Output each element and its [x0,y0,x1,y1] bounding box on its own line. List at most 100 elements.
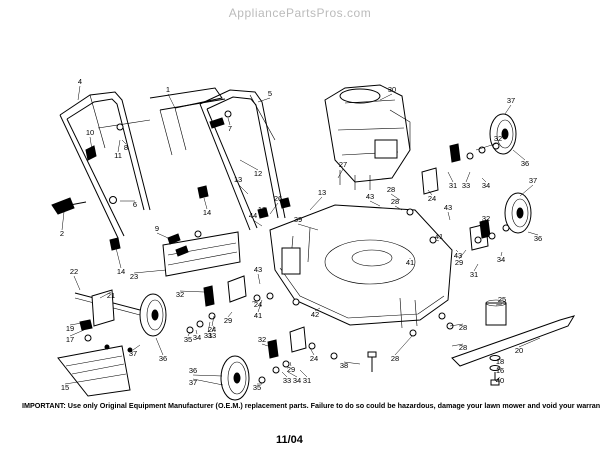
callout-18: 18 [496,357,504,366]
leader-line [447,171,454,183]
leader-line [455,249,459,253]
callout-28: 28 [459,323,467,332]
callout-37: 37 [507,96,515,105]
leader-line [519,184,534,197]
callout-32: 32 [258,335,266,344]
leader-line [309,347,315,356]
leader-line [117,139,121,153]
leader-line [309,196,323,211]
callout-37: 37 [189,378,197,387]
callout-9: 9 [155,224,159,233]
leader-line [156,232,169,239]
callout-36: 36 [159,354,167,363]
callout-10: 10 [86,128,94,137]
lower-handle [199,89,286,231]
callout-24: 24 [310,354,318,363]
wheel-front-right [504,192,532,234]
wheel-front-left [220,355,250,401]
leader-line [379,93,393,101]
leader-line [64,381,79,385]
leader-line [61,211,65,231]
leader-line [257,299,263,313]
callout-37: 37 [529,176,537,185]
callout-28: 28 [459,343,467,352]
callout-32: 32 [494,134,502,143]
callout-37: 37 [129,349,137,358]
leader-line [239,159,259,171]
leader-line [211,315,215,327]
leader-line [211,325,215,333]
callout-13: 13 [234,175,242,184]
leader-line [449,323,464,327]
callout-36: 36 [534,234,542,243]
callout-34: 34 [497,255,505,264]
callout-17: 17 [66,335,74,344]
leader-line [494,376,501,382]
callout-labels: 1245678910111213131314141516171819202122… [60,77,542,392]
mower-deck [269,204,453,329]
leader-line [481,177,487,183]
leader-line [187,331,191,337]
leader-line [527,231,539,236]
leader-line [207,321,211,333]
leader-line [192,374,223,377]
leader-line [251,300,259,303]
callout-34: 34 [482,181,490,190]
leader-line [299,369,308,378]
callout-36: 36 [189,366,197,375]
callout-12: 12 [254,169,262,178]
blade-assembly [451,299,576,386]
callout-26: 26 [274,194,282,203]
leader-line [297,223,319,231]
callout-25: 25 [498,295,506,304]
leader-line [269,202,279,215]
callout-38: 38 [340,361,348,370]
leader-line [99,291,112,299]
callout-31: 31 [449,181,457,190]
callout-32: 32 [482,214,490,223]
leader-line [394,335,413,356]
wheel-rear-left [139,293,167,337]
leader-line [343,361,361,365]
callout-43: 43 [454,251,462,260]
callout-27: 27 [339,160,347,169]
leader-line [203,197,208,210]
leader-line [287,371,298,378]
leader-line [496,366,501,369]
callout-43: 43 [444,203,452,212]
callout-31: 31 [303,376,311,385]
callout-36: 36 [521,159,529,168]
callout-24: 24 [208,325,216,334]
callout-19: 19 [66,324,74,333]
callout-21: 21 [107,291,115,300]
callout-13: 13 [258,205,266,214]
leader-line [369,200,381,207]
callout-29: 29 [224,316,232,325]
notice-label: IMPORTANT: [22,401,66,410]
leader-line [133,269,167,274]
handle-knob-left [51,197,87,215]
leader-line [192,378,224,386]
callout-41: 41 [435,232,443,241]
callout-22: 22 [70,267,78,276]
leader-line [427,189,433,196]
leader-line [473,263,479,272]
notice-text: Use only Original Equipment Manufacturer… [65,401,600,410]
callout-33: 33 [208,331,216,340]
callout-24: 24 [254,300,262,309]
callout-41: 41 [254,311,262,320]
callout-6: 6 [133,200,137,209]
leader-line [518,337,541,348]
callout-15: 15 [61,383,69,392]
callout-7: 7 [228,124,232,133]
leader-line [465,171,471,183]
callout-34: 34 [293,376,301,385]
leader-line [281,371,288,378]
leader-line [390,193,401,201]
leader-line [475,142,499,151]
leader-line [447,211,451,221]
leader-line [227,117,231,126]
engine [324,84,411,190]
bolt-set-9 [167,230,202,257]
